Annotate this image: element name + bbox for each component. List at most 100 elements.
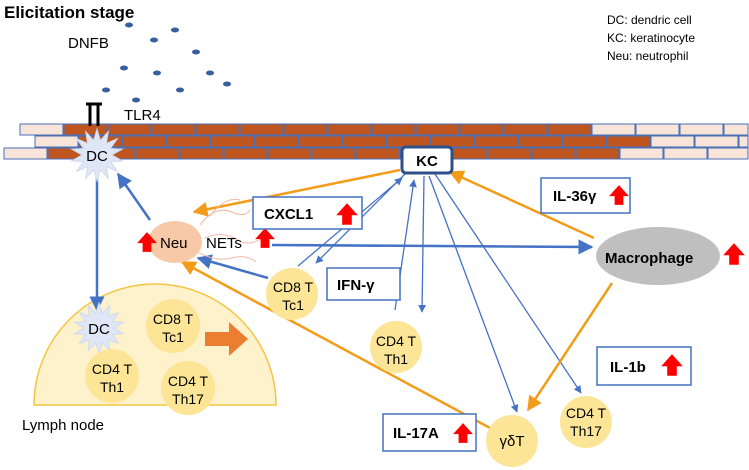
skin-brick xyxy=(635,123,680,136)
arrow-kc-to-neu xyxy=(192,168,401,217)
skin-brick xyxy=(386,135,431,148)
cd8-tc1-cell-lymph-node: CD8 T Tc1 xyxy=(146,299,200,353)
skin-brick xyxy=(135,147,180,160)
skin-brick xyxy=(195,123,240,136)
mid-cd8-line2: Tc1 xyxy=(282,297,304,313)
nets-label: NETs xyxy=(206,235,242,252)
dc-skin-label: DC xyxy=(86,148,108,165)
skin-brick xyxy=(371,123,416,136)
cytokine-cxcl1: CXCL1 xyxy=(252,196,363,230)
skin-brick xyxy=(738,135,749,148)
dnfb-molecules xyxy=(102,22,231,103)
lymph-node-label: Lymph node xyxy=(22,417,104,434)
ifng-label: IFN-γ xyxy=(337,277,375,294)
ln-cd4-th17-line2: Th17 xyxy=(172,391,204,407)
kc-label: KC xyxy=(416,153,438,170)
blue-arrows xyxy=(89,172,594,312)
kc-cell: KC xyxy=(400,145,454,175)
skin-brick xyxy=(663,147,708,160)
mid-cd4-th1-line1: CD4 T xyxy=(376,333,417,349)
cytokine-il17a: IL-17A xyxy=(382,413,477,452)
skin-brick xyxy=(487,147,532,160)
ln-cd8-line1: CD8 T xyxy=(153,311,194,327)
orange-arrows xyxy=(180,168,614,430)
skin-brick xyxy=(107,123,152,136)
neu-label: Neu xyxy=(160,235,188,252)
skin-brick xyxy=(694,135,739,148)
diagram-title: Elicitation stage xyxy=(4,3,134,22)
macrophage-cell: Macrophage xyxy=(596,227,745,285)
skin-brick xyxy=(179,147,224,160)
il36g-label: IL-36γ xyxy=(553,188,597,205)
arrow-cd8-to-neu xyxy=(196,254,269,280)
gamma-delta-t-cell: γδT xyxy=(486,415,538,467)
skin-brick xyxy=(254,135,299,148)
skin-brick xyxy=(63,123,108,136)
macrophage-up-arrow-icon xyxy=(723,243,745,265)
skin-brick xyxy=(562,135,607,148)
skin-brick xyxy=(430,135,475,148)
cd4-th17-cell-lymph-node: CD4 T Th17 xyxy=(161,361,215,415)
dc-cell-lymph-node: DC xyxy=(73,301,125,355)
il1b-label: IL-1b xyxy=(610,359,646,376)
skin-brick xyxy=(650,135,695,148)
skin-brick xyxy=(531,147,576,160)
legend-kc: KC: keratinocyte xyxy=(607,31,695,45)
skin-brick xyxy=(606,135,651,148)
skin-brick xyxy=(459,123,504,136)
skin-brick xyxy=(342,135,387,148)
skin-brick xyxy=(474,135,519,148)
skin-brick xyxy=(355,147,400,160)
skin-brick xyxy=(3,147,48,160)
il17a-label: IL-17A xyxy=(393,425,439,442)
skin-brick xyxy=(547,123,592,136)
legend-neu: Neu: neutrophil xyxy=(607,49,688,63)
skin-brick xyxy=(575,147,620,160)
arrow-gdt-to-neu xyxy=(180,260,491,430)
migration-arrow xyxy=(205,322,248,356)
ln-dc-label: DC xyxy=(88,321,110,338)
macrophage-label: Macrophage xyxy=(605,250,693,267)
right-cd4-th17-line1: CD4 T xyxy=(566,405,607,421)
skin-brick xyxy=(707,147,749,160)
cxcl1-label: CXCL1 xyxy=(264,206,313,223)
ln-cd4-th1-line1: CD4 T xyxy=(92,361,133,377)
mid-cd4-th1-line2: Th1 xyxy=(384,351,408,367)
cd4-th1-cell-mid: CD4 T Th1 xyxy=(370,321,422,373)
skin-brick xyxy=(239,123,284,136)
arrow-kc-to-gdt xyxy=(428,175,519,413)
gdt-label: γδT xyxy=(499,433,524,450)
arrow-macrophage-to-gdt xyxy=(526,282,614,412)
skin-brick xyxy=(166,135,211,148)
skin-brick xyxy=(619,147,664,160)
skin-brick xyxy=(223,147,268,160)
skin-brick xyxy=(327,123,372,136)
skin-brick xyxy=(311,147,356,160)
tlr4-receptor-icon xyxy=(86,102,102,126)
skin-brick xyxy=(679,123,724,136)
skin-brick xyxy=(283,123,328,136)
arrow-nets-to-macrophage xyxy=(271,239,594,255)
cytokine-ifng: IFN-γ xyxy=(326,267,401,301)
right-cd4-th17-line2: Th17 xyxy=(570,423,602,439)
arrow-macrophage-to-kc xyxy=(448,170,595,240)
skin-brick xyxy=(591,123,636,136)
skin-brick xyxy=(415,123,460,136)
arrow-kc-to-cd4th1 xyxy=(418,175,427,313)
arrow-neu-to-dc xyxy=(116,172,152,221)
skin-brick xyxy=(210,135,255,148)
skin-brick xyxy=(267,147,312,160)
neutrophil-cell: Neu NETs xyxy=(137,198,275,263)
cd4-th1-cell-lymph-node: CD4 T Th1 xyxy=(85,349,139,403)
ln-cd4-th1-line2: Th1 xyxy=(100,379,124,395)
dnfb-label: DNFB xyxy=(68,35,109,52)
mid-cd8-line1: CD8 T xyxy=(273,279,314,295)
arrow-kc-to-cd4th17 xyxy=(434,173,582,394)
skin-brick xyxy=(151,123,196,136)
skin-brick xyxy=(122,135,167,148)
dc-cell-skin: DC xyxy=(69,127,125,183)
cytokine-il36g: IL-36γ xyxy=(540,177,631,214)
ln-cd4-th17-line1: CD4 T xyxy=(168,373,209,389)
